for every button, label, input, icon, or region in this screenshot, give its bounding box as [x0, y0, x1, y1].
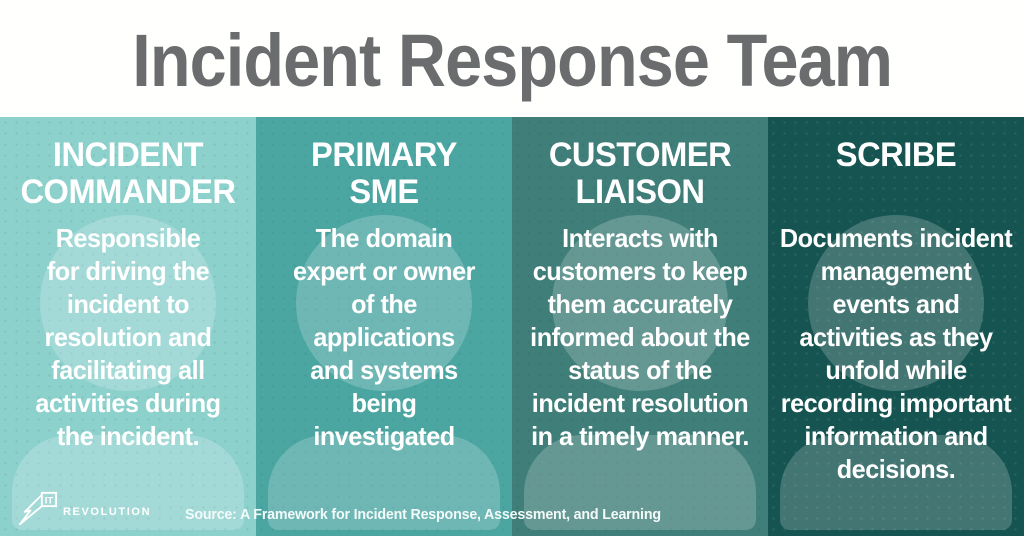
role-column-incident-commander: INCIDENT COMMANDER Responsible for drivi…: [0, 117, 256, 536]
person-shoulders-icon: [268, 435, 500, 530]
role-column-scribe: SCRIBE Documents incident management eve…: [768, 117, 1024, 536]
logo-wordmark: REVOLUTION: [63, 506, 152, 518]
column-description: Documents incident management events and…: [779, 223, 1013, 484]
title-bar: Incident Response Team: [0, 0, 1024, 117]
role-column-primary-sme: PRIMARY SME The domain expert or owner o…: [256, 117, 512, 536]
person-silhouette-icon: [0, 117, 256, 536]
person-head-icon: [808, 215, 984, 391]
person-silhouette-icon: [768, 117, 1024, 536]
page-title: Incident Response Team: [132, 19, 893, 102]
column-description: Interacts with customers to keep them ac…: [530, 223, 750, 451]
person-head-icon: [40, 215, 216, 391]
column-description: Responsible for driving the incident to …: [35, 223, 221, 451]
column-description: The domain expert or owner of the applic…: [293, 223, 475, 451]
column-title: CUSTOMER LIAISON: [548, 136, 732, 211]
person-shoulders-icon: [524, 435, 756, 530]
person-head-icon: [552, 215, 728, 391]
person-shoulders-icon: [12, 435, 244, 530]
person-silhouette-icon: [256, 117, 512, 536]
it-revolution-logo-icon: IT: [17, 490, 61, 528]
person-shoulders-icon: [780, 435, 1012, 530]
role-column-customer-liaison: CUSTOMER LIAISON Interacts with customer…: [512, 117, 768, 536]
footer: IT REVOLUTION Source: A Framework for In…: [0, 488, 1024, 536]
source-text: Source: A Framework for Incident Respons…: [185, 506, 661, 523]
person-head-icon: [296, 215, 472, 391]
column-title: INCIDENT COMMANDER: [20, 136, 236, 211]
person-silhouette-icon: [512, 117, 768, 536]
column-title: SCRIBE: [835, 136, 957, 174]
column-title: PRIMARY SME: [311, 136, 457, 211]
role-columns: INCIDENT COMMANDER Responsible for drivi…: [0, 117, 1024, 536]
svg-text:IT: IT: [45, 495, 54, 506]
it-revolution-logo: IT REVOLUTION: [17, 490, 151, 528]
